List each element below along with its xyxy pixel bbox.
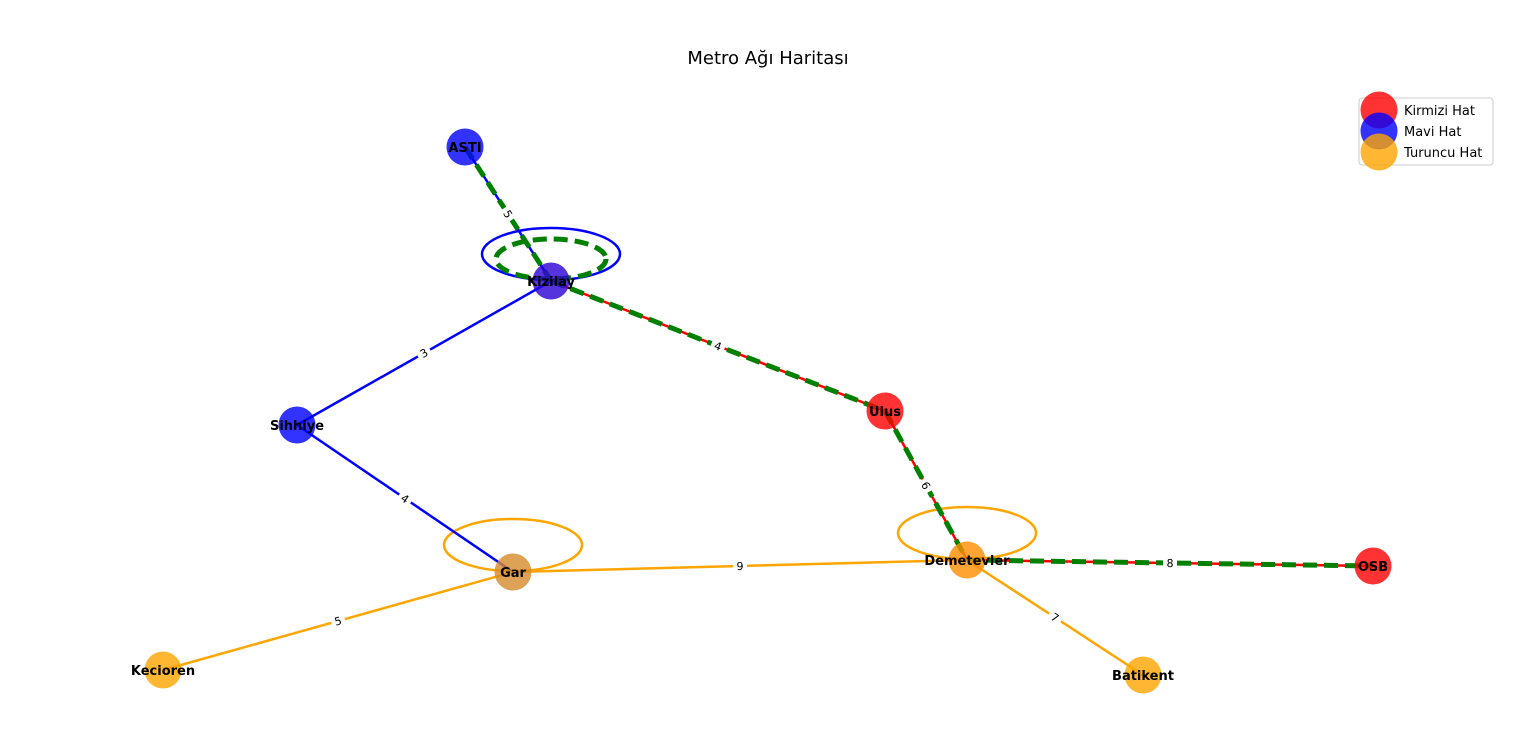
station-ulus: Ulus [866,392,904,430]
edge-label-bg [329,612,347,630]
station-label-gar: Gar [500,566,526,581]
station-kecioren: Kecioren [131,651,195,689]
station-node-batikent [1124,656,1162,694]
station-node-gar [494,553,532,591]
edge-label-bg [732,558,748,574]
station-node-ulus [866,392,904,430]
station-asti: ASTI [446,128,484,166]
station-node-osb [1354,547,1392,585]
edge-weight: 8 [1166,557,1173,570]
edge-weight: 9 [736,560,743,573]
edge-label-bg [414,343,434,363]
edge-label-asti-kizilay: 5 [498,204,518,224]
station-label-kecioren: Kecioren [131,664,195,679]
station-gar: Gar [494,553,532,591]
edge-label-gar-demetevler: 9 [732,558,748,574]
station-label-asti: ASTI [448,141,481,156]
edge-weight: 5 [333,614,343,628]
legend-label-turuncu-hat: Turuncu Hat [1403,146,1482,161]
edge-label-kizilay-sihhiye: 3 [414,343,434,363]
legend-marker-turuncu-hat [1360,133,1398,171]
route-segment-demetevler-osb [966,557,1374,569]
station-node-kizilay [532,262,570,300]
station-node-demetevler [948,541,986,579]
edge-label-demetevler-osb: 8 [1162,555,1178,571]
edge-label-bg [1045,607,1065,628]
edge-label-ulus-demetevler: 6 [916,475,936,496]
edge-label-sihhiye-gar: 4 [395,488,415,509]
edge-label-bg [1162,555,1178,571]
edge-label-bg [708,336,728,356]
edge-weight: 4 [712,339,723,354]
station-batikent: Batikent [1112,656,1174,694]
station-label-osb: OSB [1358,560,1388,575]
station-kizilay: Kizilay [527,262,575,300]
edge-label-kizilay-ulus: 4 [708,336,728,356]
edge-label-bg [395,488,415,509]
chart-title: Metro Ağı Haritası [687,48,848,69]
station-label-sihhiye: Sihhiye [270,419,324,434]
highlighted-route-layer [462,145,1374,569]
station-node-asti [446,128,484,166]
edge-label-bg [916,475,936,496]
station-label-demetevler: Demetevler [924,554,1010,569]
edge-label-demetevler-batikent: 7 [1045,607,1065,628]
station-node-sihhiye [278,406,316,444]
legend-label-kirmizi-hat: Kirmizi Hat [1404,104,1475,119]
station-label-kizilay: Kizilay [527,275,575,290]
edge-label-kecioren-gar: 5 [329,612,347,630]
route-loop-kizilay [493,236,609,282]
edge-labels-layer: 5 3 4 4 6 8 5 9 7 [329,204,1178,630]
route-segment-asti-kizilay [462,145,554,283]
station-demetevler: Demetevler [924,541,1010,579]
station-sihhiye: Sihhiye [270,406,324,444]
station-label-batikent: Batikent [1112,669,1174,684]
station-node-kecioren [144,651,182,689]
station-osb: OSB [1354,547,1392,585]
station-label-ulus: Ulus [869,405,901,420]
legend-label-mavi-hat: Mavi Hat [1404,125,1461,140]
edge-label-bg [498,204,518,224]
connections-layer [162,146,1374,677]
